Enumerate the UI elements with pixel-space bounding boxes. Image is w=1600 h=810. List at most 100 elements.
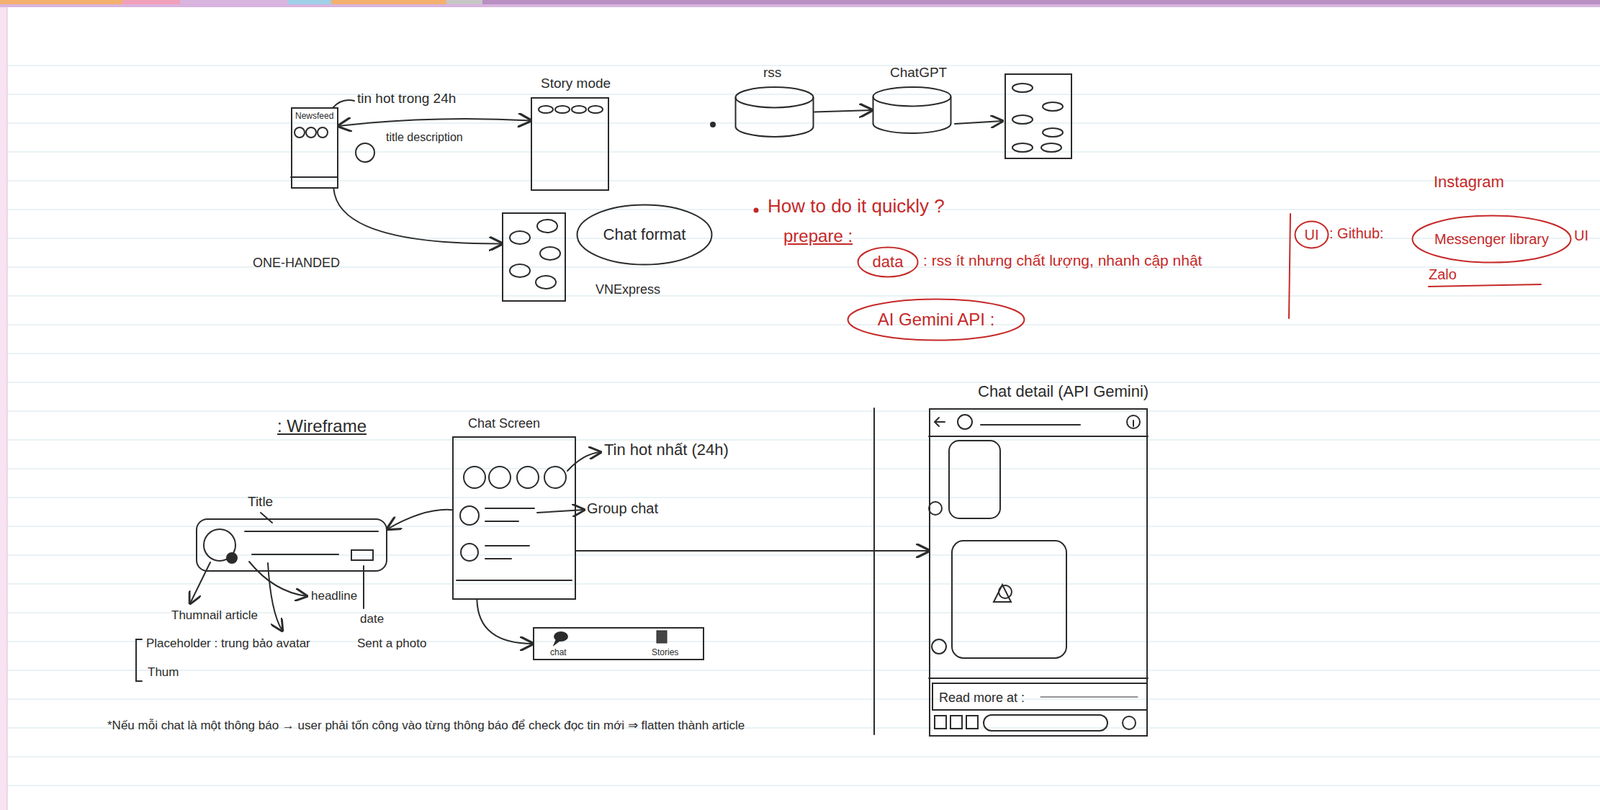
chat-phone: VNExpress <box>501 212 566 302</box>
node-text: data <box>872 252 904 271</box>
sketch-line <box>252 553 339 556</box>
sketch-ellipse <box>1042 128 1063 137</box>
node-text: AI Gemini API : <box>877 309 996 330</box>
sketch-circle <box>294 127 305 138</box>
screen-frame: Chat detail (API Gemini)Read more at : <box>928 408 1148 737</box>
sketch-path <box>249 561 307 597</box>
sketch-rect <box>950 715 963 729</box>
sketch-line <box>7 7 8 810</box>
sketch-circle <box>226 553 237 564</box>
sketch-circle <box>544 466 566 489</box>
red-note: prepare : <box>783 226 853 247</box>
sketch-line <box>290 176 337 178</box>
tab-bar: chat Stories <box>532 627 705 661</box>
annotation-label: Placeholder : trung bảo avatar <box>146 636 311 651</box>
sketch-circle <box>355 143 375 163</box>
sketch-line <box>456 579 572 582</box>
red-note: : rss ít nhưng chất lượng, nhanh cập nhậ… <box>923 252 1202 270</box>
red-notes-lines <box>754 208 1542 319</box>
sketch-path <box>362 565 365 609</box>
sketch-path <box>567 452 601 471</box>
sketch-ellipse <box>858 247 919 278</box>
annotation-label: Thum <box>147 665 179 680</box>
sketch-ellipse <box>1012 115 1033 124</box>
node-text: chat <box>550 648 567 659</box>
sketch-circle <box>317 127 328 138</box>
red-circle: UI <box>1293 220 1330 250</box>
annotation-label: headline <box>311 589 358 604</box>
sketch-line <box>485 545 530 547</box>
sketch-ellipse <box>571 105 587 114</box>
sketch-path <box>190 562 211 604</box>
node-text: Messenger library <box>1434 231 1549 248</box>
node-text: Stories <box>651 648 679 659</box>
screen-frame: Chat Screen <box>452 436 577 600</box>
sketch-circle <box>957 414 973 430</box>
red-note: : Github: <box>1329 225 1384 242</box>
sketch-circle <box>460 506 479 525</box>
connector-arrow <box>338 118 531 127</box>
connector-arrow <box>576 550 929 552</box>
annotation-label: Tin hot nhất (24h) <box>604 440 729 459</box>
data-cylinder: rss <box>734 86 815 138</box>
red-note: Zalo <box>1428 266 1457 283</box>
story-screen: Story mode <box>530 97 610 191</box>
node-text: Read more at : <box>938 690 1025 706</box>
sketch-circle <box>931 639 947 654</box>
sketch-rect <box>331 0 447 5</box>
sketch-ellipse <box>1295 221 1329 249</box>
sketch-path <box>260 512 273 523</box>
sketch-line <box>873 408 875 735</box>
sketch-line <box>485 558 512 560</box>
sketch-rect <box>482 0 1600 5</box>
sketch-line <box>485 507 535 510</box>
node-text: Chat format <box>603 225 687 244</box>
sketch-rect <box>0 7 8 810</box>
sketch-rect <box>0 0 1600 8</box>
sketch-ellipse <box>588 105 603 114</box>
sketch-circle <box>306 127 317 138</box>
node-heading: Story mode <box>540 75 611 92</box>
sketch-ellipse <box>735 87 814 108</box>
sketch-rect <box>0 43 1600 810</box>
node-heading: ChatGPT <box>890 64 947 81</box>
annotation-label: date <box>360 612 384 627</box>
sketch-lines <box>136 74 1148 735</box>
sketch-rect <box>446 0 483 5</box>
connector-arrow <box>333 188 502 244</box>
sketch-line <box>928 435 1148 438</box>
sketch-ellipse <box>538 105 554 114</box>
sketch-rect <box>983 715 1108 731</box>
phone-screen: Newsfeed <box>290 107 339 189</box>
sketch-circle <box>463 466 486 489</box>
sketch-ellipse <box>1041 143 1062 152</box>
node-heading: rss <box>763 64 782 81</box>
annotation-label: Group chat <box>586 500 659 518</box>
sketch-line <box>1040 697 1138 698</box>
sketch-path <box>136 639 142 682</box>
sketch-ellipse <box>1042 102 1063 111</box>
node-heading: Chat detail (API Gemini) <box>977 382 1149 401</box>
sketch-path <box>954 120 1003 124</box>
cylinder-outline <box>734 86 815 138</box>
sketch-line <box>980 424 1081 426</box>
red-ellipse: Messenger library <box>1411 214 1572 264</box>
sketch-ellipse <box>540 246 561 260</box>
sketch-circle <box>998 585 1012 599</box>
sketch-path <box>554 639 561 645</box>
sketch-path <box>993 584 1011 602</box>
sketch-ellipse <box>555 105 570 114</box>
sketch-circle <box>517 466 539 489</box>
sketch-line <box>244 530 379 533</box>
sketch-path <box>1428 284 1541 287</box>
sketch-rect <box>351 550 373 561</box>
cylinder-outline <box>872 86 952 134</box>
sketch-rect <box>656 630 667 644</box>
sketch-rect <box>122 0 181 5</box>
node-text: VNExpress <box>595 282 661 298</box>
node-heading: Title <box>247 493 273 510</box>
sketch-ellipse <box>537 219 558 233</box>
